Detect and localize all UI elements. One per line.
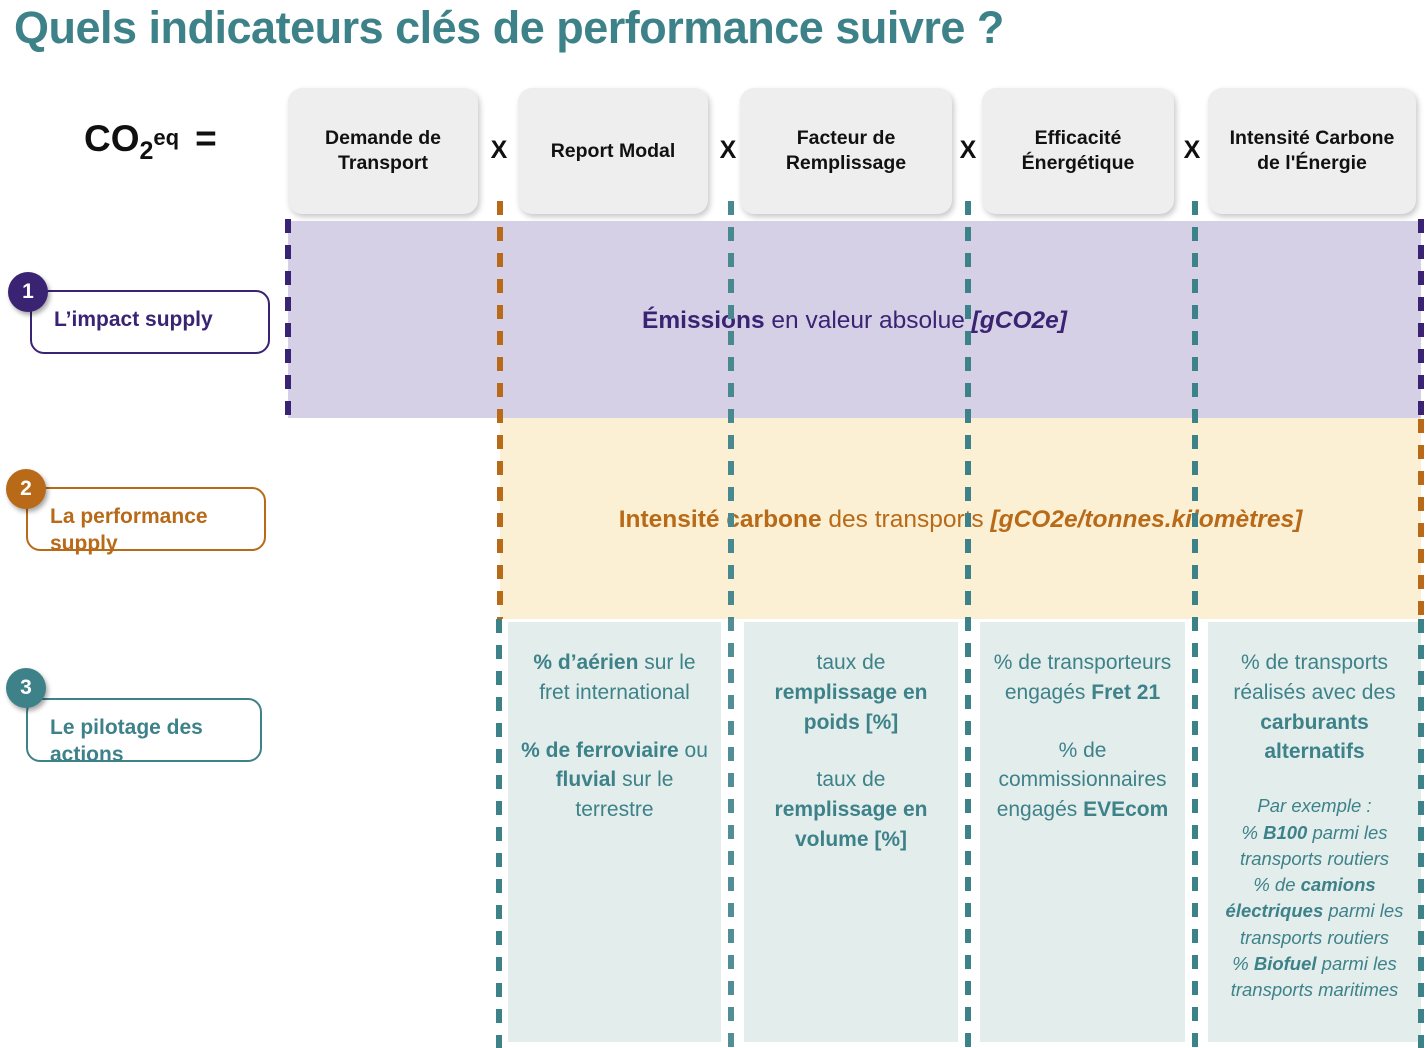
operator-1: X: [490, 136, 508, 164]
row-badge-2: 2: [6, 469, 46, 509]
operator-2: X: [719, 136, 737, 164]
band-performance-regular: des transports: [821, 506, 991, 533]
action-cell-intensite-carbone: % de transports réalisés avec des carbur…: [1208, 622, 1421, 1042]
divider-right-impact: [1418, 219, 1424, 419]
chip-demande-de-transport[interactable]: Demande de Transport: [288, 88, 478, 214]
formula-superscript: eq: [153, 125, 180, 150]
band-performance-unit: [gCO2e/tonnes.kilomètres]: [990, 506, 1303, 533]
chip-intensite-carbone-energie[interactable]: Intensité Carbone de l'Énergie: [1208, 88, 1416, 214]
divider-col3: [965, 201, 971, 1048]
operator-3: X: [959, 136, 977, 164]
action-line: % de ferroviaire ou fluvial sur le terre…: [521, 738, 708, 822]
band-impact-supply: Émissions en valeur absolue [gCO2e]: [288, 221, 1421, 418]
action-example: Par exemple : % B100 parmi les transport…: [1225, 795, 1404, 1001]
divider-right-actions: [1418, 619, 1424, 1048]
band-performance-supply: Intensité carbone des transports [gCO2e/…: [500, 418, 1421, 619]
chip-facteur-de-remplissage[interactable]: Facteur de Remplissage: [740, 88, 952, 214]
action-line: % d’aérien sur le fret international: [533, 651, 696, 704]
divider-left-impact: [285, 219, 291, 419]
action-cell-report-modal: % d’aérien sur le fret international % d…: [508, 622, 721, 1042]
band-impact-unit: [gCO2e]: [971, 307, 1067, 334]
row-label-performance-supply[interactable]: La performance supply: [26, 487, 266, 555]
action-line: taux de remplissage en poids [%]: [774, 651, 928, 734]
band-performance-text: Intensité carbone des transports [gCO2e/…: [500, 505, 1421, 534]
divider-col1: [497, 201, 503, 619]
band-impact-bold: Émissions: [642, 307, 765, 334]
action-cell-efficacite-energetique: % de transporteurs engagés Fret 21 % de …: [980, 622, 1185, 1042]
row-label-text: La performance supply: [50, 505, 208, 556]
action-line: % de transporteurs engagés Fret 21: [993, 651, 1172, 704]
page-title: Quels indicateurs clés de performance su…: [14, 2, 1004, 53]
divider-left-actions: [496, 619, 502, 1048]
row-badge-3: 3: [6, 668, 46, 708]
divider-col2: [728, 201, 734, 1048]
row-label-impact-supply[interactable]: L’impact supply: [30, 290, 270, 354]
formula-equals: =: [195, 118, 217, 159]
formula-subscript: 2: [139, 137, 154, 165]
co2eq-formula: CO2eq =: [84, 118, 217, 166]
divider-right-performance: [1418, 419, 1424, 619]
band-impact-text: Émissions en valeur absolue [gCO2e]: [288, 306, 1421, 335]
action-line: taux de remplissage en volume [%]: [774, 768, 928, 852]
row-label-text: L’impact supply: [54, 308, 213, 331]
row-label-pilotage-actions[interactable]: Le pilotage des actions: [26, 698, 262, 766]
action-line: % de transports réalisés avec des carbur…: [1233, 651, 1396, 764]
operator-4: X: [1183, 136, 1201, 164]
band-impact-regular: en valeur absolue: [764, 307, 972, 334]
row-label-text: Le pilotage des actions: [50, 716, 203, 767]
chip-report-modal[interactable]: Report Modal: [518, 88, 708, 214]
divider-col4: [1192, 201, 1198, 1048]
formula-lead: CO: [84, 118, 140, 159]
action-cell-facteur-remplissage: taux de remplissage en poids [%] taux de…: [744, 622, 958, 1042]
band-performance-bold: Intensité carbone: [618, 506, 822, 533]
action-line: % de commissionnaires engagés EVEcom: [996, 738, 1169, 822]
row-badge-1: 1: [8, 272, 48, 312]
chip-efficacite-energetique[interactable]: Efficacité Énergétique: [982, 88, 1174, 214]
